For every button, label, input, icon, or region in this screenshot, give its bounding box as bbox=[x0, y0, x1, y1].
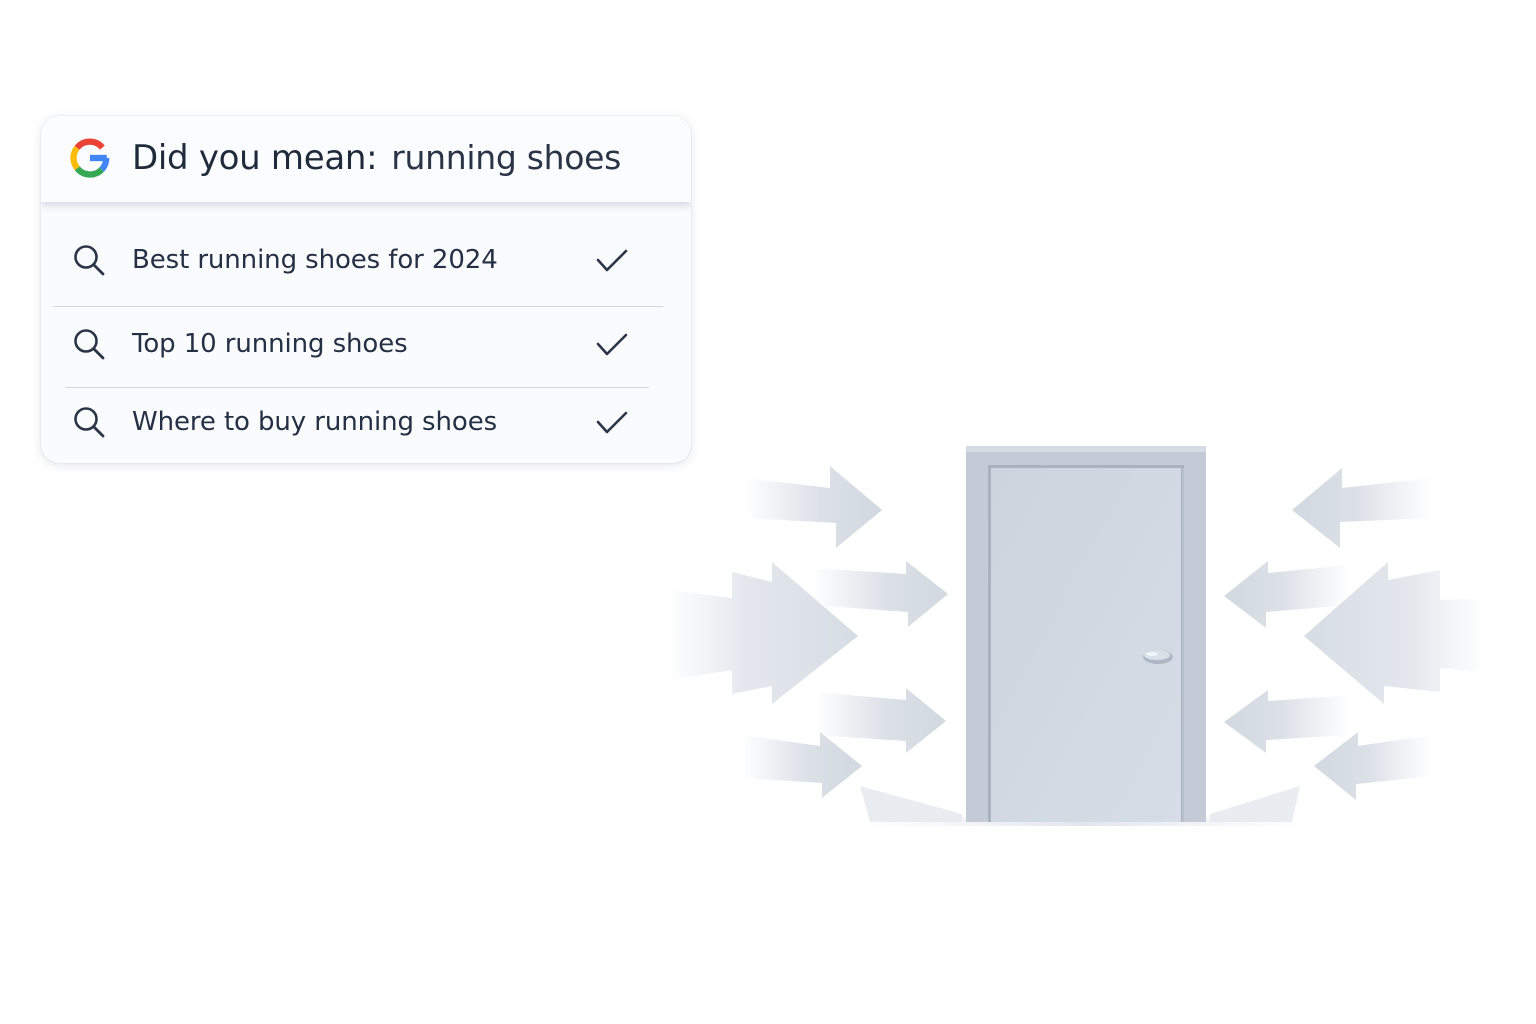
arrow-icon bbox=[1314, 732, 1432, 800]
did-you-mean-label: Did you mean: bbox=[132, 138, 378, 178]
did-you-mean-suggestion[interactable]: running shoes bbox=[391, 138, 622, 177]
floor-glow bbox=[860, 786, 962, 822]
arrow-icon bbox=[812, 561, 948, 627]
arrow-icon bbox=[815, 688, 946, 753]
divider bbox=[53, 306, 663, 307]
search-icon bbox=[74, 329, 105, 360]
suggestion-item[interactable]: Best running shoes for 2024 bbox=[41, 230, 691, 290]
checkmark-icon bbox=[596, 411, 628, 434]
suggestion-label: Top 10 running shoes bbox=[132, 329, 408, 359]
door-illustration bbox=[668, 446, 1484, 826]
search-icon bbox=[74, 407, 105, 438]
arrow-icon bbox=[1224, 561, 1350, 628]
did-you-mean-header[interactable]: Did you mean: running shoes bbox=[41, 116, 691, 202]
door-icon bbox=[966, 446, 1206, 822]
search-icon bbox=[74, 245, 105, 276]
divider bbox=[65, 387, 649, 388]
arrow-icon bbox=[1292, 468, 1432, 548]
arrow-icon bbox=[1224, 690, 1350, 753]
arrow-icon bbox=[668, 562, 858, 704]
floor-glow bbox=[1210, 786, 1300, 822]
arrow-icon bbox=[745, 466, 882, 548]
suggestion-item[interactable]: Top 10 running shoes bbox=[41, 314, 691, 374]
checkmark-icon bbox=[596, 249, 628, 272]
did-you-mean-text: Did you mean: running shoes bbox=[132, 136, 621, 180]
suggestion-label: Best running shoes for 2024 bbox=[132, 245, 498, 275]
arrow-icon bbox=[1304, 562, 1484, 704]
arrow-icon bbox=[742, 732, 862, 798]
suggestion-card: Did you mean: running shoes Best running … bbox=[41, 116, 691, 463]
suggestion-item[interactable]: Where to buy running shoes bbox=[41, 392, 691, 452]
checkmark-icon bbox=[596, 333, 628, 356]
suggestion-label: Where to buy running shoes bbox=[132, 407, 498, 437]
google-g-logo-icon bbox=[70, 138, 110, 178]
